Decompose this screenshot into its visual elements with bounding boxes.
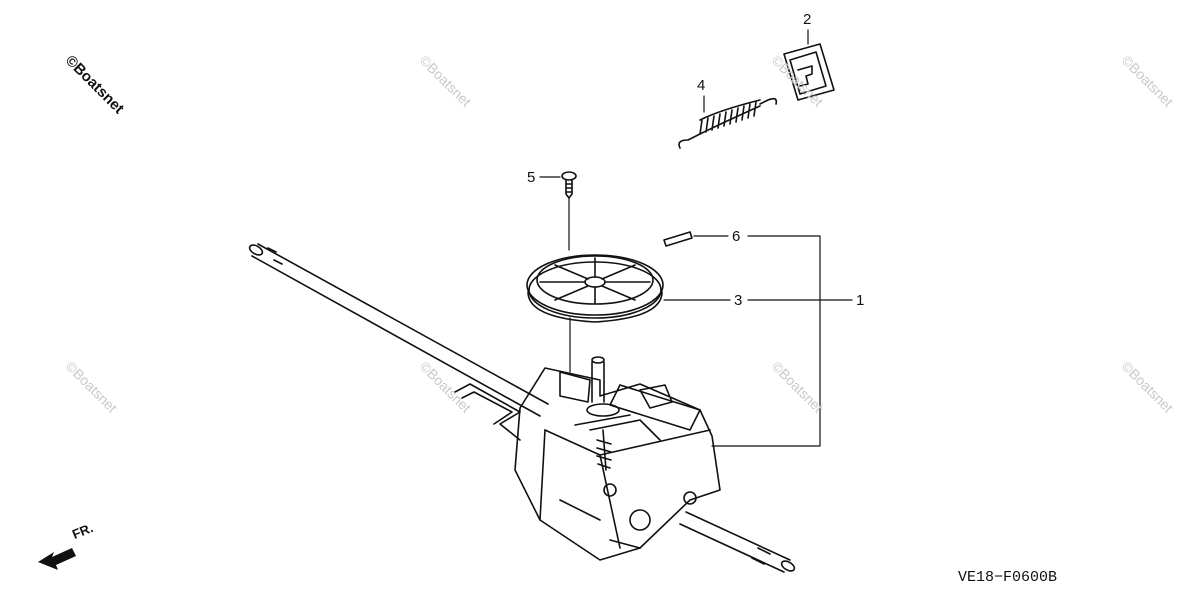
leader-lines — [539, 29, 853, 447]
drive-shaft — [248, 243, 796, 573]
dowel-pin — [663, 231, 693, 247]
screw — [561, 171, 577, 251]
input-shaft — [574, 356, 661, 471]
gearbox-housing — [514, 367, 721, 561]
spring — [678, 97, 778, 149]
callout-4: 4 — [697, 77, 706, 94]
callout-6: 6 — [732, 228, 741, 245]
callout-1: 1 — [856, 292, 865, 309]
pulley — [526, 254, 664, 323]
callout-3: 3 — [734, 292, 743, 309]
drawing-code: VE18−F0600B — [958, 569, 1058, 586]
front-arrow — [38, 548, 76, 570]
clip — [783, 43, 835, 101]
callout-2: 2 — [803, 11, 812, 28]
callout-5: 5 — [527, 169, 536, 186]
